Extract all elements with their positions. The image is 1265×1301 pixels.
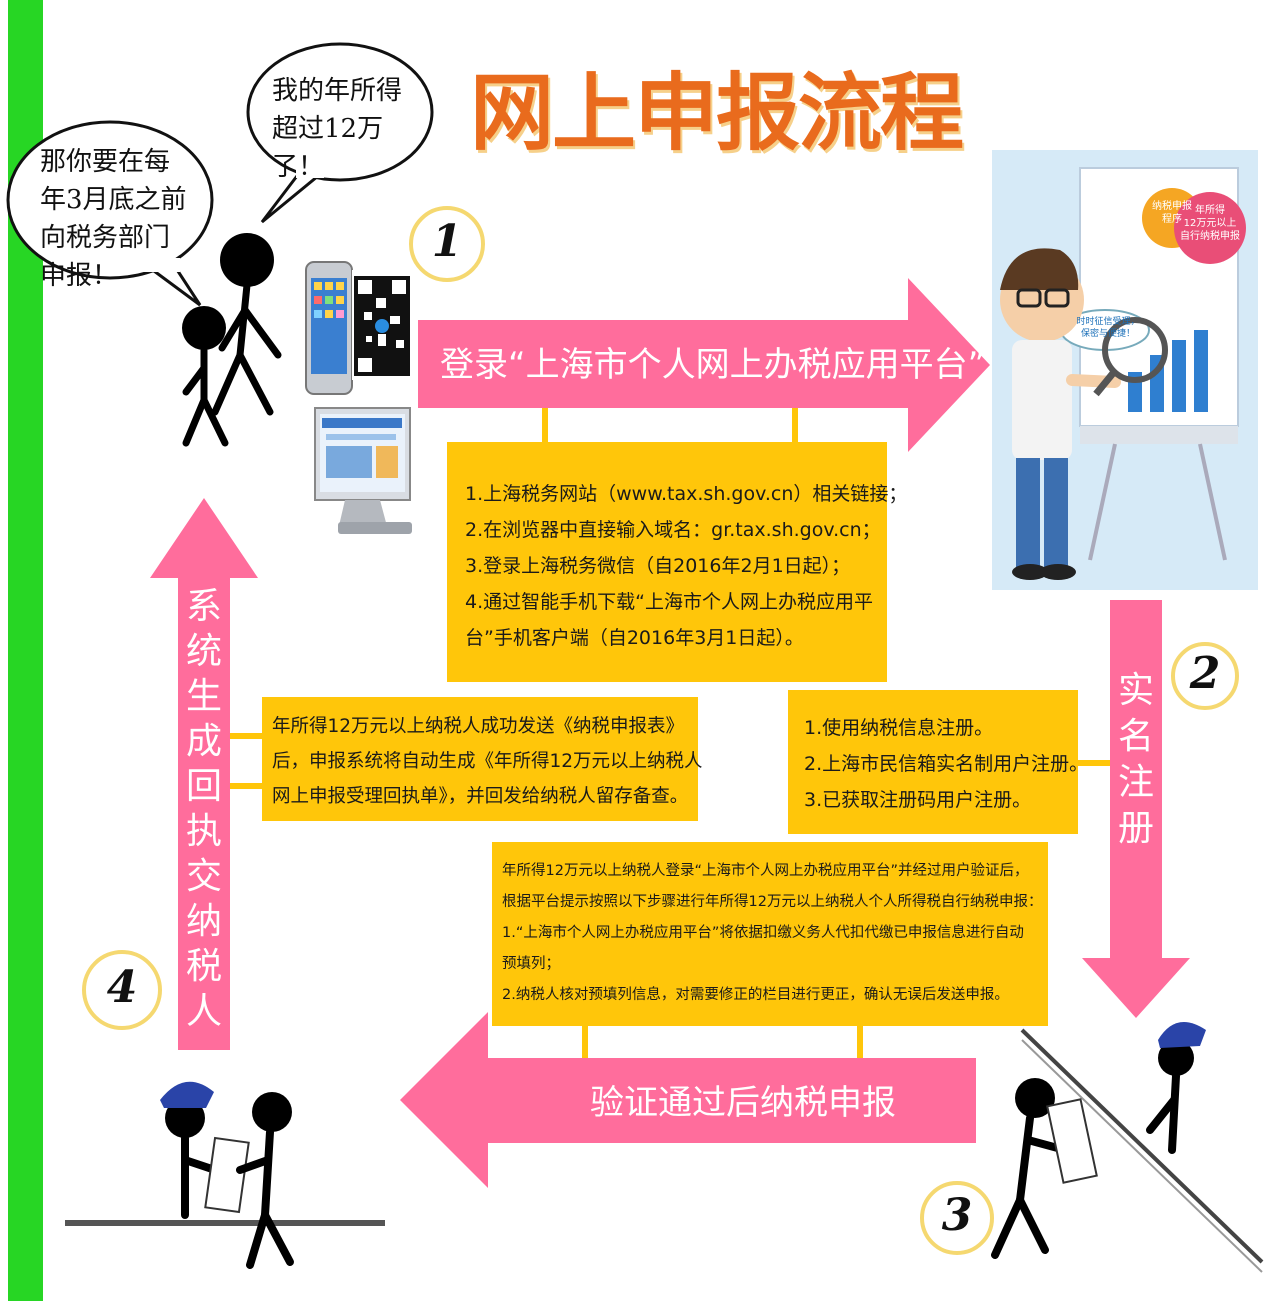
speech-bubble-right (246, 42, 434, 224)
bottom-right-scene (991, 1022, 1264, 1273)
arrow-receipt (150, 498, 258, 1050)
declare-line-1: 年所得12万元以上纳税人登录“上海市个人网上办税应用平台”并经过用户验证后， (502, 863, 1029, 879)
presenter-illustration (992, 150, 1258, 590)
step-2-badge: 2 (1189, 648, 1221, 699)
step-1-badge: 1 (431, 216, 463, 267)
declare-steps-box: 年所得12万元以上纳税人登录“上海市个人网上办税应用平台”并经过用户验证后， 根… (492, 842, 1048, 1026)
receipt-line-1: 年所得12万元以上纳税人成功发送《纳税申报表》 (272, 716, 685, 737)
board-badge-1: 纳税申报 程序 (1152, 201, 1192, 225)
phone-icon (305, 261, 353, 395)
arrow-declare (400, 1012, 976, 1188)
declare-line-4: 预填列； (502, 956, 560, 972)
computer-icon (314, 407, 412, 534)
bottom-left-scene (65, 1081, 385, 1269)
register-method-2: 2.上海市民信箱实名制用户注册。 (804, 753, 1089, 775)
register-method-1: 1.使用纳税信息注册。 (804, 717, 994, 739)
page-title: 网上申报流程 (470, 63, 964, 162)
register-method-3: 3.已获取注册码用户注册。 (804, 789, 1032, 811)
receipt-line-2: 后，申报系统将自动生成《年所得12万元以上纳税人 (272, 751, 703, 772)
board-badge-2: 年所得 12万元以上 自行纳税申报 (1180, 205, 1240, 242)
declare-line-3: 1.“上海市个人网上办税应用平台”将依据扣缴义务人代扣代缴已申报信息进行自动 (502, 925, 1024, 941)
speech-bubble-left (6, 120, 214, 307)
qr-code-icon (352, 270, 414, 380)
arrow-declare-label: 验证通过后纳税申报 (590, 1083, 896, 1123)
declare-line-5: 2.纳税人核对预填列信息，对需要修正的栏目进行更正，确认无误后发送申报。 (502, 987, 1009, 1003)
arrow-login-label: 登录“上海市个人网上办税应用平台” (440, 345, 986, 385)
board-speech-text: 时时征信受理， 保密与便捷！ (1076, 317, 1140, 339)
receipt-line-3: 网上申报受理回执单》，并回发给纳税人留存备查。 (272, 786, 689, 807)
arrow-login (418, 278, 990, 452)
login-method-4-cont: 台”手机客户端（自2016年3月1日起）。 (465, 627, 804, 649)
arrow-register-label: 实名注册 (1117, 670, 1154, 849)
arrow-register (1082, 600, 1190, 1018)
login-method-3: 3.登录上海税务微信（自2016年2月1日起）； (465, 555, 851, 577)
step-4-badge: 4 (106, 962, 138, 1013)
arrow-receipt-label: 系统生成回执交纳税人 (185, 586, 222, 1032)
register-methods-box: 1.使用纳税信息注册。 2.上海市民信箱实名制用户注册。 3.已获取注册码用户注… (788, 690, 1089, 834)
speech-bubble-left-text: 那你要在每年3月底之前向税务部门申报！ (40, 147, 187, 291)
step-3-badge: 3 (941, 1190, 973, 1241)
declare-line-2: 根据平台提示按照以下步骤进行年所得12万元以上纳税人个人所得税自行纳税申报： (502, 894, 1043, 910)
stick-figures-top (182, 233, 282, 447)
login-method-1: 1.上海税务网站（www.tax.sh.gov.cn）相关链接； (465, 483, 908, 505)
login-methods-box: 1.上海税务网站（www.tax.sh.gov.cn）相关链接； 2.在浏览器中… (447, 442, 908, 682)
receipt-info-box: 年所得12万元以上纳税人成功发送《纳税申报表》 后，申报系统将自动生成《年所得1… (262, 697, 703, 821)
login-method-2: 2.在浏览器中直接输入域名：gr.tax.sh.gov.cn； (465, 519, 881, 541)
speech-bubble-right-text: 我的年所得超过12万了！ (272, 76, 403, 182)
login-method-4: 4.通过智能手机下载“上海市个人网上办税应用平 (465, 591, 873, 613)
